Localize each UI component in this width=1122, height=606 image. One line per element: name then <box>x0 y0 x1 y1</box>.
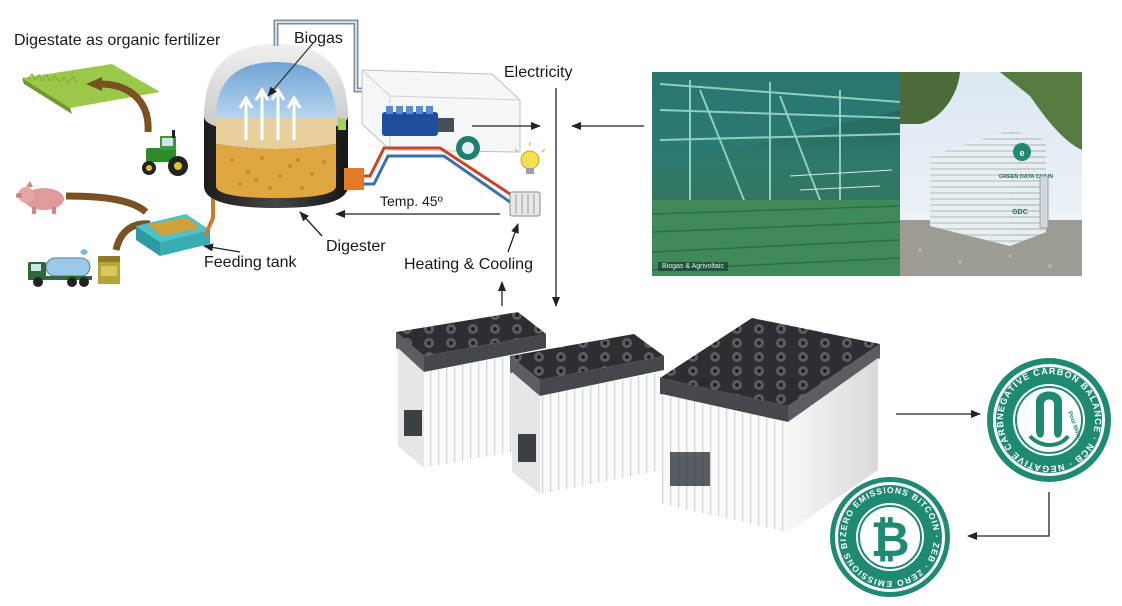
feeding-tank <box>136 214 210 256</box>
gas-rising-arrows <box>238 87 302 140</box>
bitcoin-icon: ₿ <box>870 512 909 568</box>
digester-tank <box>204 44 348 208</box>
heat-exchanger <box>344 168 364 190</box>
feeding-tank-pointer <box>203 243 241 253</box>
tanker-truck-icon <box>28 249 92 287</box>
feed-bin-icon <box>98 256 120 284</box>
ncb-to-zeb-arrow <box>967 492 1050 540</box>
container-photo: e GREEN DATA CHAIN GDC <box>900 72 1082 276</box>
manure-flow-arrow <box>65 192 149 215</box>
fertilizer-field <box>22 64 160 114</box>
lightbulb-icon <box>514 142 546 174</box>
miner-rack-2 <box>510 334 664 494</box>
digestate-label: Digestate as organic fertilizer <box>14 32 221 49</box>
temperature-label: Temp. 45º <box>380 193 443 209</box>
heat-pipes <box>356 146 511 204</box>
digestate-flow-arrowhead <box>86 77 102 91</box>
biogas-label: Biogas <box>294 30 343 47</box>
electricity-label: Electricity <box>504 64 573 81</box>
agrivoltaic-photo <box>651 72 901 276</box>
chp-engine <box>361 69 521 160</box>
miner-rack-3 <box>660 318 880 532</box>
pig-icon <box>16 181 64 214</box>
radiator-icon <box>509 191 541 217</box>
feeding-tank-label: Feeding tank <box>204 254 297 271</box>
container-logo: GDC <box>1012 209 1028 216</box>
biogas-pointer <box>267 41 315 97</box>
svg-text:e: e <box>1019 148 1024 158</box>
heating-pointer <box>507 223 519 253</box>
digester-label: Digester <box>326 238 386 255</box>
tractor-icon <box>142 130 188 176</box>
digester-pointer <box>299 211 323 237</box>
heating-cooling-label: Heating & Cooling <box>404 256 533 273</box>
container-brand: GREEN DATA CHAIN <box>999 174 1053 180</box>
digestate-flow-arrow <box>99 80 152 133</box>
agrivoltaic-caption: Biogas & Agrivoltaic <box>658 262 728 271</box>
